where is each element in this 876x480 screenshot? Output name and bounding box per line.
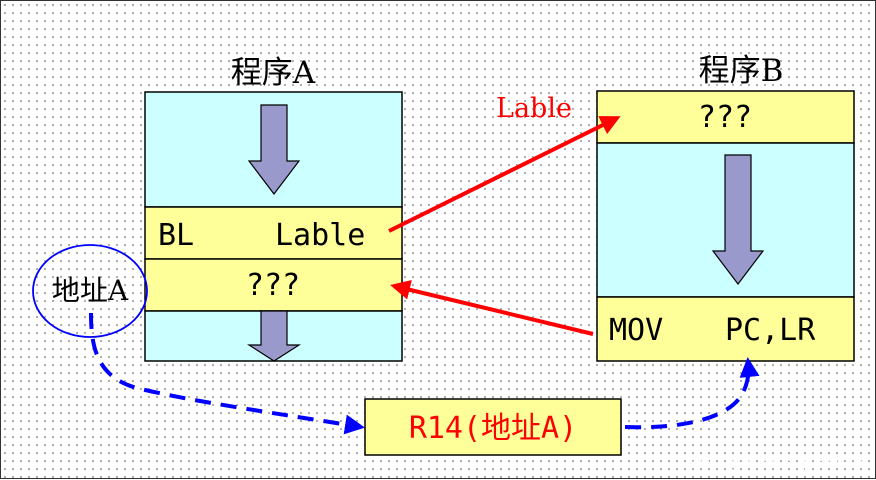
bl-opcode: BL bbox=[158, 218, 194, 253]
program-a-next-instruction: ??? bbox=[246, 268, 300, 303]
watermark: CSDN @to be a question bbox=[678, 454, 863, 472]
program-a-title: 程序A bbox=[231, 55, 316, 91]
address-a-circle bbox=[32, 244, 148, 338]
mov-operands: PC,LR bbox=[725, 313, 816, 348]
restore-pc-dashed-arrow bbox=[624, 357, 760, 430]
bl-instruction-row bbox=[144, 206, 403, 260]
program-a-flow-arrow-icon bbox=[247, 104, 301, 195]
r14-register-box bbox=[364, 398, 622, 456]
return-address-row bbox=[144, 258, 403, 312]
program-b-first-instruction: ??? bbox=[698, 100, 752, 135]
save-address-dashed-arrow bbox=[89, 312, 365, 435]
jump-label: Lable bbox=[496, 93, 572, 124]
program-b-title: 程序B bbox=[699, 53, 784, 89]
jump-arrow bbox=[388, 116, 621, 233]
mov-opcode: MOV bbox=[609, 313, 663, 348]
return-instruction-row bbox=[596, 296, 855, 362]
program-b-flow-arrow-icon bbox=[711, 154, 765, 285]
subroutine-entry-row bbox=[596, 90, 855, 144]
program-a-continue-arrow-icon bbox=[246, 310, 302, 362]
r14-register-label: R14(地址A) bbox=[409, 411, 577, 446]
address-a-label: 地址A bbox=[52, 274, 129, 307]
return-arrow bbox=[390, 280, 594, 336]
bl-operand: Lable bbox=[275, 218, 365, 253]
